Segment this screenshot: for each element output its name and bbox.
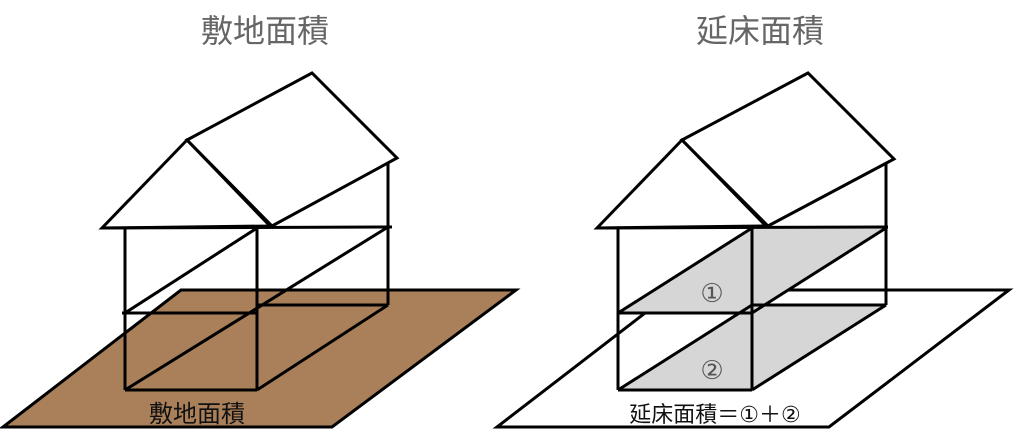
floor-area-panel: 延床面積 ① ② 延床面積＝①＋② (492, 12, 1014, 429)
site-area-label: 敷地面積 (149, 400, 245, 428)
floor-1-label: ① (700, 279, 723, 309)
right-eave-line (596, 225, 889, 230)
right-diagonal-4 (751, 303, 887, 392)
site-area-panel: 敷地面積 敷地面積 (0, 12, 521, 429)
left-eave-line (101, 225, 393, 230)
left-roof-gable (98, 137, 274, 230)
right-house (593, 71, 897, 392)
right-roof-slope (679, 71, 897, 228)
left-diagonal-3 (256, 303, 389, 392)
site-ground (0, 288, 521, 429)
left-roof-slope (184, 71, 400, 228)
left-diagonal-2 (124, 225, 389, 392)
right-diagonal-2 (751, 226, 887, 315)
floor-area-title: 延床面積 (696, 12, 824, 50)
right-diagonal-1 (617, 226, 753, 315)
right-roof-gable (593, 137, 770, 230)
left-diagonal-1 (124, 226, 258, 315)
site-area-title: 敷地面積 (201, 12, 329, 50)
floor-area-formula: 延床面積＝①＋② (629, 403, 800, 428)
right-diagonal-3 (617, 303, 753, 392)
floor-2-label: ② (700, 356, 723, 386)
left-house (98, 71, 400, 392)
